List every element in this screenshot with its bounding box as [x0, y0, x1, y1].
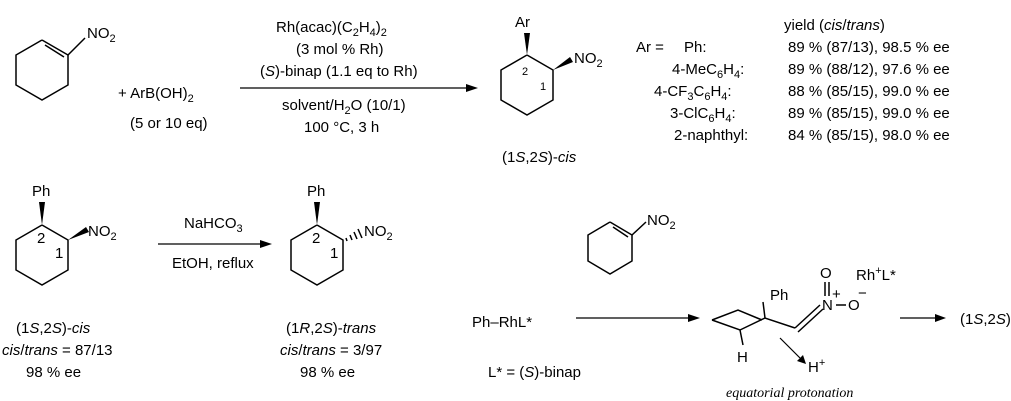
reaction-arrow-2-head: [260, 240, 272, 248]
condition-solvent: solvent/H2O (10/1): [282, 97, 406, 117]
locant-1: 1: [540, 81, 546, 93]
mech-no2-label: NO2: [647, 212, 676, 232]
condition-catalyst: Rh(acac)(C2H4)2: [276, 19, 387, 39]
yield-row-value-2: 88 % (85/15), 99.0 % ee: [788, 83, 950, 100]
product-no2-label: NO2: [574, 50, 603, 70]
mech-oxygen-top: O: [820, 265, 832, 282]
prod-locant-2: 2: [312, 230, 320, 247]
mech-arrow-2-head: [935, 314, 946, 322]
mech-arrow-1-head: [688, 314, 700, 322]
wedge-bond-ar: [524, 33, 530, 55]
mech-o-minus: O: [848, 297, 860, 314]
reagent-arboh2: + ArB(OH)2: [118, 85, 194, 105]
mech-product-label: (1S,2S)-cis: [960, 311, 1011, 328]
cis-starting-structure: Ph NO2 2 1: [15, 183, 117, 286]
chair-nitronate-intermediate: Ph O N + O − Rh+L* H H+: [711, 265, 896, 376]
product-ar-label: Ar: [515, 14, 530, 31]
yield-row-ar-2: 4-CF3C6H4:: [654, 83, 732, 103]
nitrocyclohexene-structure: NO2: [15, 25, 116, 101]
yield-row-value-4: 84 % (85/15), 98.0 % ee: [788, 127, 950, 144]
start-no2-label: NO2: [88, 223, 117, 243]
yield-header: yield (cis/trans): [784, 17, 885, 34]
wedge-bond-no2: [553, 57, 573, 70]
mech-rh-label: Rh+L*: [856, 265, 896, 284]
prod-locant-1: 1: [330, 245, 338, 262]
ar-equals: Ar =: [636, 39, 664, 56]
yield-row-ar-1: 4-MeC6H4:: [672, 61, 744, 81]
cis-product-structure: Ar NO2 2 1: [500, 14, 603, 116]
prod-label-ratio: cis/trans = 3/97: [280, 342, 382, 359]
locant-2: 2: [522, 66, 528, 78]
mech-ligand-label: L* = (S)-binap: [488, 364, 581, 381]
yield-row-ar-0: Ph:: [684, 39, 707, 56]
mech-h-plus: H+: [808, 357, 825, 376]
start-label-stereo: (1S,2S)-cis: [16, 320, 91, 337]
protonation-arrow-head: [797, 355, 806, 364]
prod-label-ee: 98 % ee: [300, 364, 355, 381]
mech-n-plus: +: [832, 286, 841, 303]
start-ph-label: Ph: [32, 183, 50, 200]
hashed-bond-no2: [345, 228, 363, 242]
prod-label-stereo: (1R,2S)-trans: [286, 320, 377, 337]
condition-temperature: 100 °C, 3 h: [304, 119, 379, 136]
start-label-ee: 98 % ee: [26, 364, 81, 381]
trans-product-structure: Ph NO2 2 1: [290, 183, 393, 286]
wedge-bond-ph-prod: [314, 202, 320, 225]
mechanism-nitrocyclohexene: NO2: [587, 212, 676, 275]
reagent-equivalents: (5 or 10 eq): [130, 115, 208, 132]
mech-n-label: N: [822, 297, 833, 314]
condition-ligand: (S)-binap (1.1 eq to Rh): [260, 63, 418, 80]
yield-row-value-1: 89 % (88/12), 97.6 % ee: [788, 61, 950, 78]
reaction-arrow-1-head: [466, 84, 478, 92]
mech-o-minus-charge: −: [858, 285, 867, 302]
start-locant-1: 1: [55, 245, 63, 262]
wedge-bond-ph: [39, 202, 45, 225]
substrate-no2-label: NO2: [87, 25, 116, 45]
yield-row-value-0: 89 % (87/13), 98.5 % ee: [788, 39, 950, 56]
mech-ph-label: Ph: [770, 287, 788, 304]
mech-reagent-phrhl: Ph–RhL*: [472, 314, 532, 331]
protonation-arrow: [779, 337, 801, 359]
start-label-ratio: cis/trans = 87/13: [2, 342, 113, 359]
condition-loading: (3 mol % Rh): [296, 41, 384, 58]
yield-row-ar-3: 3-ClC6H4:: [670, 105, 736, 125]
reagent-etoh-reflux: EtOH, reflux: [172, 255, 254, 272]
start-locant-2: 2: [37, 230, 45, 247]
yield-row-ar-4: 2-naphthyl:: [674, 127, 748, 144]
mech-caption: equatorial protonation: [726, 386, 853, 401]
prod-no2-label: NO2: [364, 223, 393, 243]
prod-ph-label: Ph: [307, 183, 325, 200]
mech-h-label: H: [737, 349, 748, 366]
wedge-bond-no2-start: [68, 227, 89, 240]
yield-row-value-3: 89 % (85/15), 99.0 % ee: [788, 105, 950, 122]
cis-product-label: (1S,2S)-cis: [502, 149, 577, 166]
reagent-nahco3: NaHCO3: [184, 215, 243, 235]
